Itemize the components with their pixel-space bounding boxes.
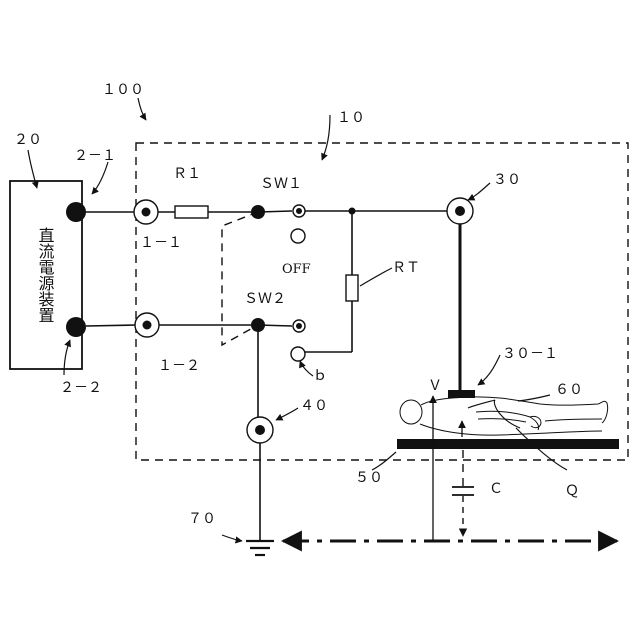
- label-100: １００: [102, 82, 144, 98]
- sw2-contact-b: [291, 347, 305, 361]
- label-off: OFF: [282, 262, 311, 277]
- resistor-rt: [346, 275, 358, 301]
- person-60: [400, 397, 608, 435]
- ground-icon: [246, 541, 274, 555]
- plate-50: [397, 439, 619, 449]
- label-20: ２０: [14, 132, 42, 148]
- terminal-2-1: [66, 202, 86, 222]
- charge-flow-arrow: [468, 400, 520, 428]
- label-rt: ＲＴ: [392, 260, 420, 276]
- label-v: Ｖ: [428, 378, 442, 394]
- label-q: Ｑ: [565, 483, 579, 499]
- label-30: ３０: [493, 172, 521, 188]
- label-70: ７０: [188, 511, 216, 527]
- label-30-1: ３０－１: [502, 346, 558, 362]
- terminal-2-2: [66, 317, 86, 337]
- label-r1: Ｒ１: [173, 166, 201, 182]
- label-40: ４０: [300, 398, 328, 414]
- label-sw2: ＳＷ２: [244, 291, 286, 307]
- label-sw1: ＳＷ１: [260, 176, 302, 192]
- label-10: １０: [337, 110, 365, 126]
- label-c: Ｃ: [489, 481, 503, 497]
- label-2-2: ２－２: [60, 380, 102, 396]
- power-supply-name: 直流電源装置: [36, 227, 55, 323]
- label-50: ５０: [355, 470, 383, 486]
- label-1-2: １－２: [158, 358, 200, 374]
- label-1-1: １－１: [140, 235, 182, 251]
- sw1-contact-off: [291, 229, 305, 243]
- label-60: ６０: [555, 382, 583, 398]
- label-2-1: ２－１: [74, 148, 116, 164]
- label-b: ｂ: [313, 368, 327, 384]
- resistor-r1: [175, 206, 208, 218]
- device-boundary: [136, 143, 628, 460]
